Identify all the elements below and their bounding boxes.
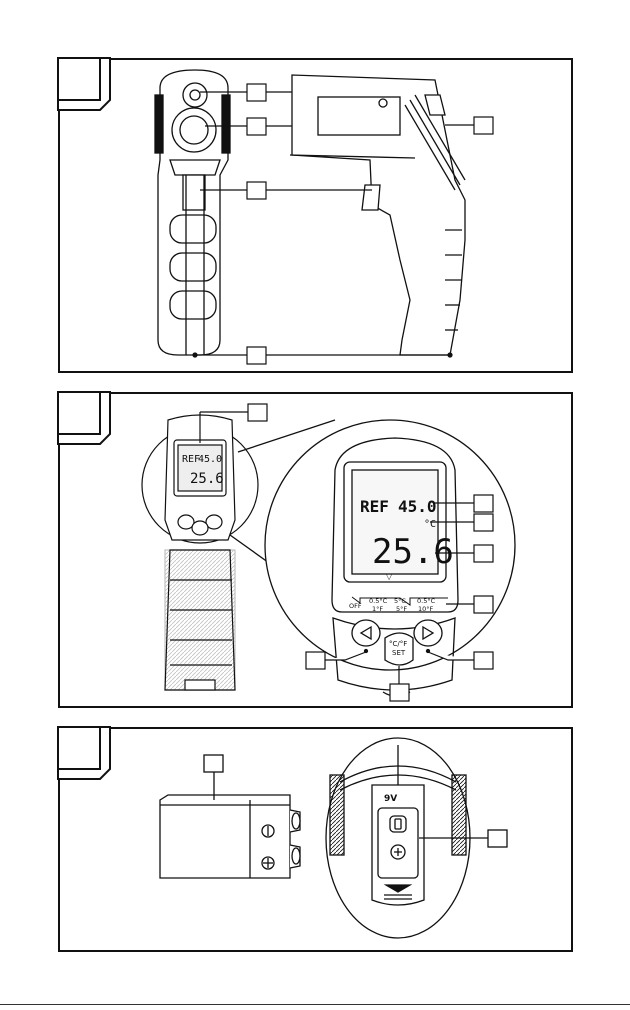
footer-rule (0, 1004, 630, 1005)
thermometer-back-small: REF 45.0 25.6 (142, 415, 258, 690)
callout-box-2c (474, 514, 493, 531)
lcd-main-value: 25.6 (372, 532, 454, 572)
callout-box-2a (248, 404, 267, 421)
callout-box-1b (247, 118, 266, 135)
callout-box-3a (204, 755, 223, 772)
left-arrow-button[interactable] (352, 620, 380, 646)
label-c5: 5°C (394, 597, 406, 605)
callout-box-1e (247, 347, 266, 364)
label-f5: 5°F (396, 605, 407, 613)
callout-box-2d (474, 545, 493, 562)
figure-1-corner-tab (58, 58, 110, 110)
battery-voltage-label: 9V (384, 794, 397, 804)
callout-box-3b (488, 830, 507, 847)
callout-box-1c (247, 182, 266, 199)
callout-box-2g (474, 652, 493, 669)
lcd-unit: °C (424, 519, 436, 530)
lcd-pointer: ▽ (386, 572, 393, 581)
callout-box-1d (474, 117, 493, 134)
lcd-ref-label: REF (360, 497, 389, 516)
small-lcd-ref-value: 45.0 (198, 454, 222, 465)
right-arrow-button[interactable] (414, 620, 442, 646)
lcd-ref-value: 45.0 (398, 497, 437, 516)
battery-9v (160, 755, 300, 878)
callout-box-2b (474, 495, 493, 512)
figure-2-corner-tab (58, 392, 110, 444)
callout-box-2h (390, 684, 409, 701)
thermometer-front-view (155, 70, 230, 355)
battery-compartment: 9V (326, 738, 507, 938)
callout-box-2e (474, 596, 493, 613)
label-c50: 0.5°C (417, 597, 436, 605)
small-lcd-main-value: 25.6 (190, 471, 224, 487)
set-label-line1: °C/°F (389, 640, 407, 648)
callout-box-1a (247, 84, 266, 101)
label-f1: 1°F (372, 605, 383, 613)
thermometer-side-view (290, 75, 465, 355)
label-off: OFF (349, 602, 362, 610)
set-label-line2: SET (392, 649, 406, 657)
label-f50: 10°F (418, 605, 434, 613)
label-c05: 0.5°C (369, 597, 388, 605)
callout-box-2f (306, 652, 325, 669)
figure-3-corner-tab (58, 727, 110, 779)
